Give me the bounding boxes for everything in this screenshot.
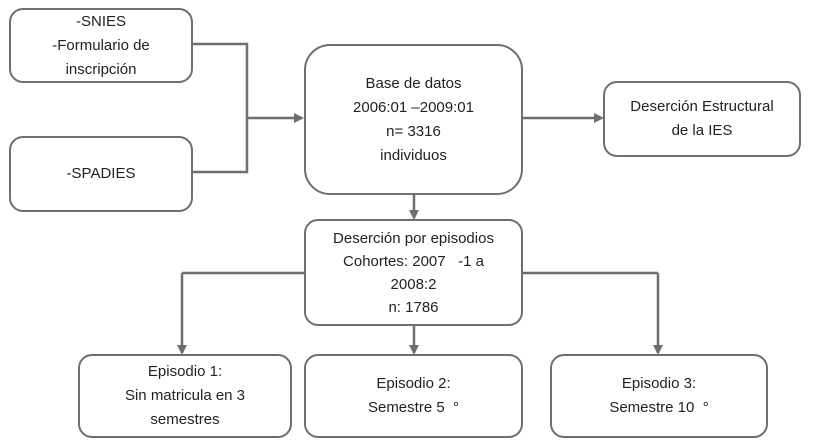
node-text: inscripción: [65, 60, 137, 78]
node-text: Episodio 3:: [621, 375, 697, 392]
node-text: Sin matricula en 3: [124, 387, 246, 404]
node-text: 2006:01 –2009:01: [353, 98, 474, 116]
node-text: Base de datos: [365, 74, 462, 92]
node-text: 2008:2: [390, 275, 437, 293]
node-text: Deserción Estructural: [630, 98, 774, 115]
node-text: Semestre 10 °: [609, 399, 709, 416]
node-text: n: 1786: [388, 298, 439, 316]
node-text: n= 3316: [386, 122, 441, 140]
node-text: Semestre 5 °: [367, 399, 460, 416]
node-database: Base de datos 2006:01 –2009:01 n= 3316 i…: [304, 44, 523, 195]
node-text: Deserción por episodios: [333, 229, 494, 247]
node-episode-3: Episodio 3: Semestre 10 °: [550, 354, 768, 438]
node-sources-a: -SNIES -Formulario de inscripción: [9, 8, 193, 83]
connector-sources-b: [193, 118, 249, 174]
node-episode-2: Episodio 2: Semestre 5 °: [304, 354, 523, 438]
node-text: -Formulario de: [52, 36, 150, 54]
node-episodes: Deserción por episodios Cohortes: 2007 -…: [304, 219, 523, 326]
node-text: Cohortes: 2007 -1 a: [343, 252, 484, 270]
node-text: de la IES: [671, 122, 733, 139]
node-text: semestres: [150, 411, 220, 428]
node-text: -SNIES: [75, 12, 126, 30]
node-text: -SPADIES: [66, 165, 136, 182]
node-text: Episodio 1:: [147, 363, 223, 380]
node-episode-1: Episodio 1: Sin matricula en 3 semestres: [78, 354, 292, 438]
node-sources-b: -SPADIES: [9, 136, 193, 212]
node-text: individuos: [380, 146, 447, 164]
connector-sources-a: [193, 42, 249, 118]
node-structural: Deserción Estructural de la IES: [603, 81, 801, 157]
node-text: Episodio 2:: [376, 375, 451, 392]
